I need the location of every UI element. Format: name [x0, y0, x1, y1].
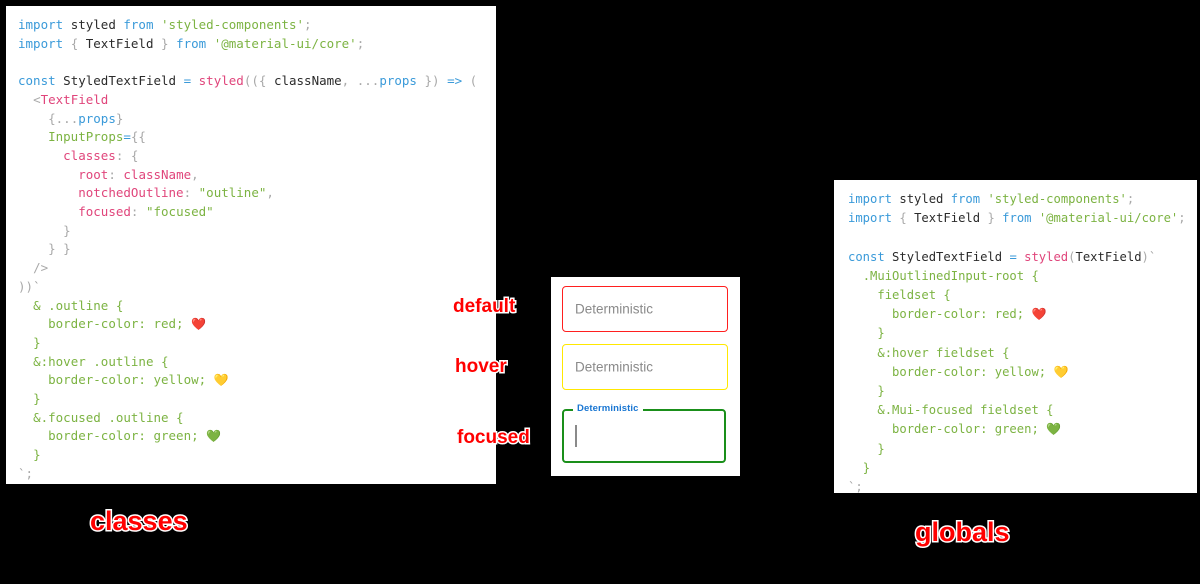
code-line: ))` [18, 278, 41, 294]
textfield-default-placeholder: Deterministic [575, 301, 654, 317]
state-label-hover: hover [454, 355, 509, 379]
caption-classes: classes [89, 505, 190, 538]
code-line: } } [48, 241, 71, 257]
state-label-focused: focused [456, 426, 532, 450]
code-line: & .outline { [33, 297, 124, 313]
code-line: } [877, 326, 885, 341]
code-line: border-color: yellow; 💛 [892, 364, 1069, 379]
code-line: focused: "focused" [78, 204, 214, 220]
textfield-hover-placeholder: Deterministic [575, 359, 654, 375]
textfield-focused-floating-label: Deterministic [573, 403, 643, 414]
code-line: fieldset { [877, 288, 951, 303]
code-line: {...props} [48, 110, 124, 126]
code-line: } [33, 391, 41, 407]
code-line: InputProps={{ [48, 129, 146, 145]
code-line: `; [848, 480, 863, 495]
code-panel-classes: import styled from 'styled-components'; i… [6, 6, 496, 484]
code-line: .MuiOutlinedInput-root { [862, 268, 1039, 283]
code-line: const StyledTextField = styled(({ classN… [18, 73, 478, 89]
code-line [848, 228, 1183, 247]
textfield-hover[interactable]: Deterministic [562, 344, 728, 390]
code-line: } [33, 447, 41, 463]
code-line: &.Mui-focused fieldset { [877, 403, 1054, 418]
state-label-default: default [451, 295, 516, 319]
code-line: import styled from 'styled-components'; [18, 17, 312, 32]
code-line: &:hover fieldset { [877, 345, 1010, 360]
code-line: } [63, 222, 71, 238]
code-line: border-color: red; ❤️ [892, 307, 1047, 322]
code-line: const StyledTextField = styled(TextField… [848, 249, 1157, 264]
code-line: } [877, 441, 885, 456]
code-line: &.focused .outline { [33, 409, 184, 425]
textfield-default[interactable]: Deterministic [562, 286, 728, 332]
code-line: border-color: red; ❤️ [48, 316, 207, 332]
code-block-classes: import styled from 'styled-components'; i… [18, 16, 484, 484]
textfield-focused[interactable]: Deterministic [562, 403, 726, 463]
code-line: /> [33, 260, 49, 276]
code-line: import { TextField } from '@material-ui/… [18, 35, 365, 51]
code-line: } [877, 384, 885, 399]
code-line: } [862, 460, 871, 475]
code-line: notchedOutline: "outline", [78, 185, 274, 201]
code-line: &:hover .outline { [33, 353, 169, 369]
code-line: border-color: green; 💚 [48, 428, 222, 444]
code-line: } [33, 334, 41, 350]
code-line: border-color: yellow; 💛 [48, 372, 229, 388]
code-line: import styled from 'styled-components'; [848, 192, 1135, 206]
code-line: import { TextField } from '@material-ui/… [848, 211, 1186, 226]
code-line: classes: { [63, 147, 139, 163]
code-panel-globals: import styled from 'styled-components'; i… [834, 180, 1197, 494]
code-line: border-color: green; 💚 [892, 422, 1062, 437]
text-cursor-icon [575, 425, 577, 447]
code-block-globals: import styled from 'styled-components'; i… [848, 190, 1186, 497]
code-line: root: className, [78, 166, 199, 182]
code-line [18, 53, 484, 72]
caption-globals: globals [914, 516, 1012, 549]
code-line: `; [18, 465, 34, 481]
code-line: <TextField [33, 91, 109, 107]
